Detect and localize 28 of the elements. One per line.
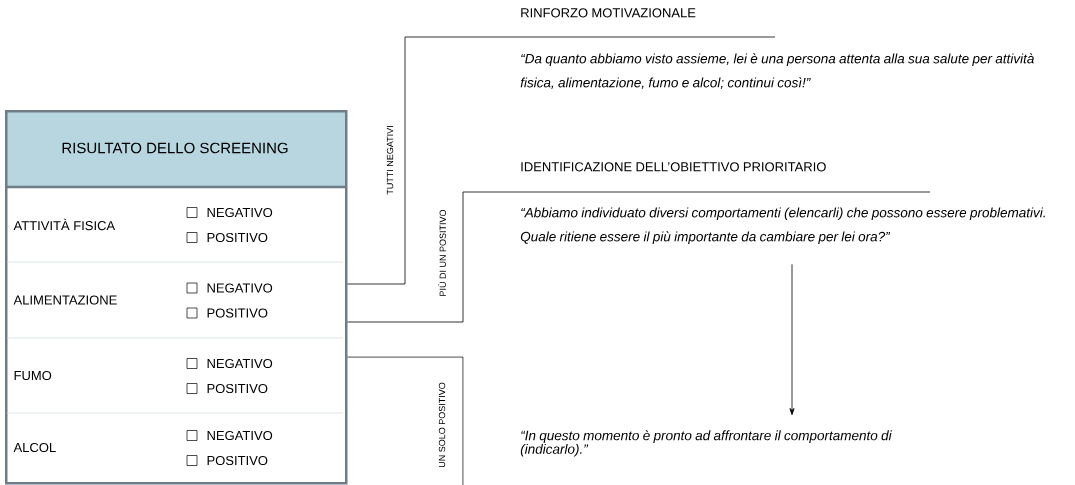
table-row: ATTIVITÀ FISICA NEGATIVO POSITIVO (13, 207, 273, 243)
quote-text: “In questo momento è pronto ad affrontare il comportamento di (indicarlo).” (520, 430, 892, 457)
table-row: ALIMENTAZIONE NEGATIVO POSITIVO (13, 282, 273, 319)
edge-label: TUTTI NEGATIVI (386, 126, 394, 195)
connector-line (347, 356, 464, 485)
quote-text: “Da quanto abbiamo visto assieme, lei è una persona attenta alla sua salute per attività fisica, alimentazione, fumo e alcol; continui così!” (520, 53, 1034, 89)
node-label: POSITIVO (207, 232, 268, 243)
node-label: ATTIVITÀ FISICA (13, 218, 116, 231)
connector-line (347, 191, 493, 323)
edge-label: PIÙ DI UN POSITIVO (438, 209, 446, 296)
section-heading: RINFORZO MOTIVAZIONALE (521, 8, 696, 18)
section-heading: IDENTIFICAZIONE DELL’OBIETTIVO PRIORITARIO (521, 162, 826, 172)
node-label: POSITIVO (207, 308, 268, 318)
connector-line (789, 263, 795, 416)
node-label: FUMO (14, 370, 52, 381)
node-label: NEGATIVO (207, 430, 273, 441)
node-label: NEGATIVO (207, 283, 273, 293)
node-label: POSITIVO (207, 455, 268, 466)
edge-label: UN SOLO POSITIVO (438, 382, 446, 468)
table-row: ALCOL NEGATIVO POSITIVO (13, 430, 273, 466)
node-label: NEGATIVO (207, 358, 273, 369)
node-label: ALCOL (13, 442, 56, 453)
node-label: ALIMENTAZIONE (13, 295, 117, 305)
quote-text: “Abbiamo individuato diversi comportamenti (elencarli) che possono essere problemativi. Quale ritiene essere il più importante da cambiare per lei ora?” (520, 207, 1045, 245)
node-label: NEGATIVO (207, 207, 273, 218)
node-label: POSITIVO (207, 383, 268, 394)
table-row: FUMO NEGATIVO POSITIVO (14, 358, 273, 394)
connector-line (347, 36, 493, 285)
